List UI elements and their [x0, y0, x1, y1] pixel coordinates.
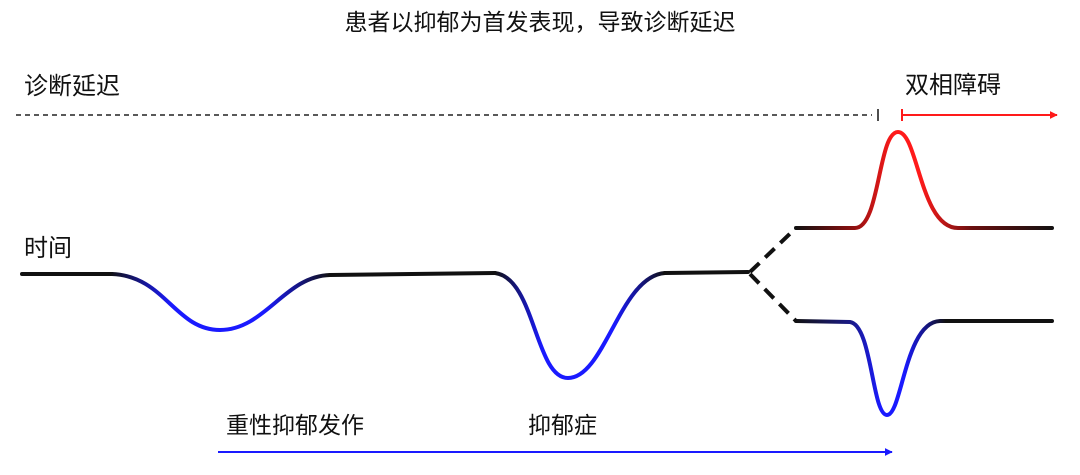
second-depressive-dip	[493, 271, 667, 381]
first-depressive-dip	[110, 272, 332, 333]
depression-label: 抑郁症	[528, 413, 597, 439]
branch-dash-upper	[748, 226, 798, 274]
timeline-baseline-middle	[328, 271, 497, 277]
major-depressive-episode-label: 重性抑郁发作	[226, 413, 364, 439]
depressive-branch-dip	[794, 319, 1054, 418]
diagnostic-delay-label: 诊断延迟	[24, 72, 120, 100]
diagram-title: 患者以抑郁为首发表现，导致诊断延迟	[344, 10, 736, 36]
manic-episode-peak	[794, 129, 1054, 230]
time-label: 时间	[24, 234, 72, 262]
timeline-baseline-branch-point	[663, 270, 750, 275]
branch-dash-lower	[748, 272, 798, 323]
bipolar-label: 双相障碍	[905, 71, 1001, 99]
